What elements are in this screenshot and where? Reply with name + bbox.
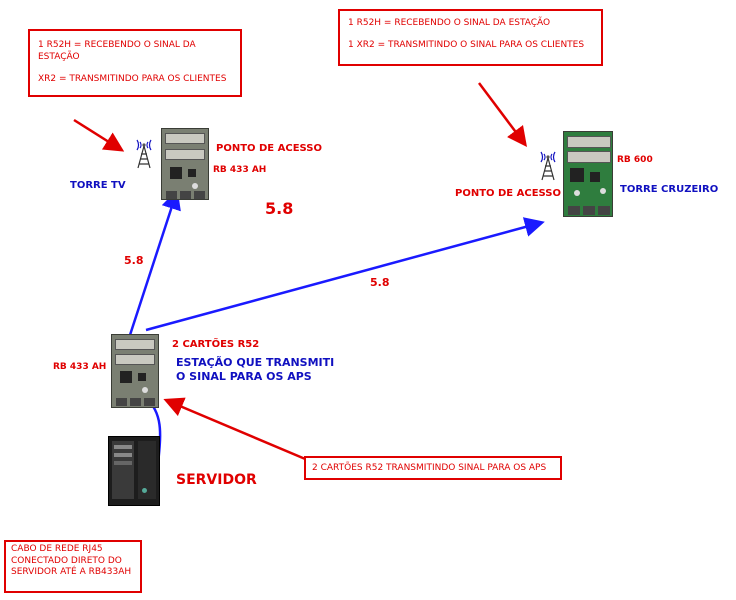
rb433ah-station-board (111, 334, 159, 408)
rb433-tv-label: RB 433 AH (213, 165, 267, 175)
cruzeiro-info-line2: 1 XR2 = TRANSMITINDO O SINAL PARA OS CLI… (348, 40, 585, 50)
ponto-acesso-tv-label: PONTO DE ACESSO (216, 143, 322, 154)
cartoes-r52-label: 2 CARTÕES R52 (172, 339, 260, 350)
cartoes-info-text: 2 CARTÕES R52 TRANSMITINDO SINAL PARA OS… (312, 463, 547, 473)
ponto-acesso-cruzeiro-label: PONTO DE ACESSO (455, 188, 561, 199)
torre-tv-label: TORRE TV (70, 180, 126, 191)
link-cruzeiro-frequency-label: 5.8 (370, 276, 390, 289)
cartoes-info-box: 2 CARTÕES R52 TRANSMITINDO SINAL PARA OS… (304, 456, 562, 480)
tv-info-box: 1 R52H = RECEBENDO O SINAL DA ESTAÇÃO XR… (28, 29, 242, 97)
cruzeiro-info-box: 1 R52H = RECEBENDO O SINAL DA ESTAÇÃO 1 … (338, 9, 603, 66)
rb433-station-label: RB 433 AH (53, 362, 107, 372)
estacao-label: ESTAÇÃO QUE TRANSMITI O SINAL PARA OS AP… (176, 356, 335, 383)
arrow-tv-box (73, 118, 125, 152)
arrow-cruzeiro-box (478, 82, 527, 147)
antenna-icon (136, 139, 152, 169)
cabo-info-box: CABO DE REDE RJ45 CONECTADO DIRETO DO SE… (4, 540, 142, 593)
cabo-info-text: CABO DE REDE RJ45 CONECTADO DIRETO DO SE… (11, 544, 132, 577)
cruzeiro-info-line1: 1 R52H = RECEBENDO O SINAL DA ESTAÇÃO (348, 18, 551, 28)
rb600-label: RB 600 (617, 155, 653, 165)
rb600-cruzeiro-board (563, 131, 613, 217)
link-tv-frequency-label: 5.8 (124, 254, 144, 267)
tv-info-line2: XR2 = TRANSMITINDO PARA OS CLIENTES (38, 74, 227, 84)
torre-cruzeiro-label: TORRE CRUZEIRO (620, 184, 719, 195)
big-frequency-label: 5.8 (265, 199, 294, 218)
link-station-to-tv (128, 189, 181, 336)
arrow-cartoes-box (163, 397, 311, 463)
server-tower (108, 436, 160, 506)
servidor-label: SERVIDOR (176, 472, 257, 488)
antenna-icon (540, 151, 556, 181)
rb433ah-tv-board (161, 128, 209, 200)
link-station-to-cruzeiro (145, 217, 545, 332)
tv-info-line1: 1 R52H = RECEBENDO O SINAL DA ESTAÇÃO (38, 40, 196, 62)
